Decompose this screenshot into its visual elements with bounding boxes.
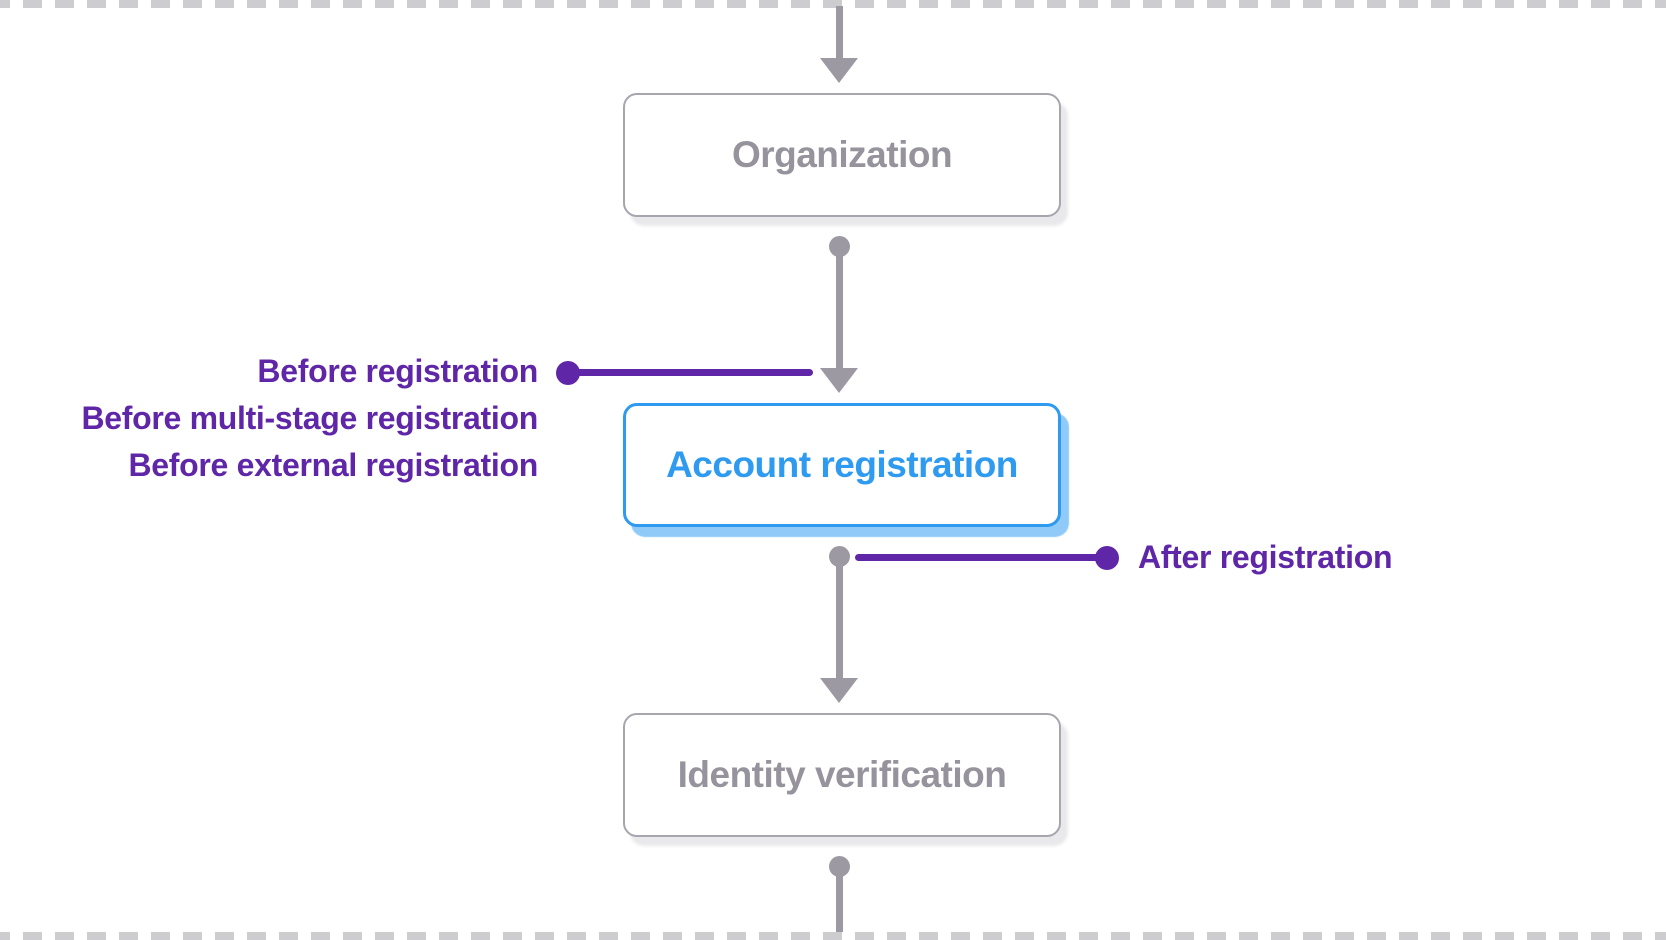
arrow-down-icon bbox=[820, 678, 858, 703]
arrow-down-icon bbox=[820, 368, 858, 393]
node-account-registration[interactable]: Account registration bbox=[623, 403, 1061, 527]
arrow-down-icon bbox=[820, 58, 858, 83]
connector-line bbox=[836, 246, 843, 368]
annotation-before-external-registration[interactable]: Before external registration bbox=[128, 447, 538, 483]
crop-boundary-top bbox=[0, 0, 1666, 8]
node-label: Organization bbox=[731, 134, 953, 175]
annotation-after-registration[interactable]: After registration bbox=[1138, 539, 1393, 575]
node-label: Identity verification bbox=[677, 754, 1007, 795]
annotation-before-multi-stage-registration[interactable]: Before multi-stage registration bbox=[81, 400, 538, 436]
connector-line bbox=[836, 6, 843, 58]
annotation-connector-line bbox=[568, 369, 813, 376]
before-annotations: Before registration Before multi-stage r… bbox=[0, 348, 538, 489]
connector-line bbox=[836, 556, 843, 678]
annotation-dot bbox=[1095, 546, 1119, 570]
node-organization[interactable]: Organization bbox=[623, 93, 1061, 217]
crop-boundary-bottom bbox=[0, 932, 1666, 940]
annotation-before-registration[interactable]: Before registration bbox=[257, 353, 538, 389]
node-identity-verification[interactable]: Identity verification bbox=[623, 713, 1061, 837]
connector-line bbox=[836, 866, 843, 932]
node-label: Account registration bbox=[666, 444, 1018, 485]
annotation-connector-line bbox=[855, 554, 1107, 561]
